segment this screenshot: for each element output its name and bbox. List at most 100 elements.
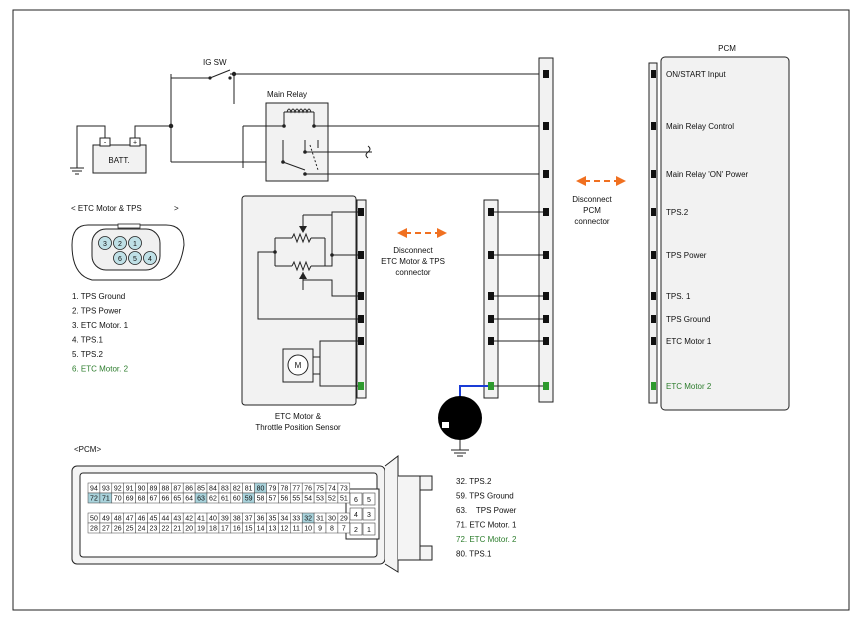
motor-symbol: M [295, 361, 302, 370]
etc-pin-legend-item: 3. ETC Motor. 1 [72, 321, 129, 330]
disconnect-pcm-line2: PCM [583, 206, 601, 215]
etc-pin-legend-item: 5. TPS.2 [72, 350, 104, 359]
motor-ground [438, 385, 488, 457]
svg-text:+: + [133, 140, 137, 147]
etc-connector-header: < ETC Motor & TPS [71, 204, 142, 213]
pcm-pin-label: ETC Motor 2 [666, 382, 712, 391]
pcm-terminal-number: 86 [185, 486, 193, 493]
pcm-terminal-number: 78 [280, 486, 288, 493]
pcm-terminal-number: 17 [221, 526, 229, 533]
disconnect-etc-line1: Disconnect [393, 246, 433, 255]
etc-terminal [113, 236, 127, 250]
pcm-terminal-number: 7 [342, 526, 346, 533]
pcm-terminal-number: 31 [316, 516, 324, 523]
pcm-pin [651, 170, 656, 178]
pcm-pin [651, 251, 656, 259]
pcm-small-terminal-number: 5 [367, 497, 371, 504]
pcm-harness-connector [538, 57, 554, 403]
pcm-pin-legend-item: 32. TPS.2 [456, 477, 492, 486]
pcm-terminal-number: 67 [150, 496, 158, 503]
pcm-terminal-number: 70 [114, 496, 122, 503]
disconnect-etc-line3: connector [395, 268, 430, 277]
pcm-terminal-number: 88 [161, 486, 169, 493]
page-border [12, 9, 850, 611]
pcm-terminal-number: 16 [233, 526, 241, 533]
pcm-terminal-number: 53 [316, 496, 324, 503]
main-relay: Main Relay [242, 90, 546, 182]
pcm-connector-header: <PCM> [74, 445, 101, 454]
pcm-terminal-number: 68 [138, 496, 146, 503]
pcm-pin-legend-item: 71. ETC Motor. 1 [456, 521, 517, 530]
pcm-terminal-number: 63 [197, 496, 205, 503]
pcm-terminal-number: 39 [221, 516, 229, 523]
pcm-terminal-number: 19 [197, 526, 205, 533]
battery [92, 144, 147, 174]
etc-pin-legend-item: 4. TPS.1 [72, 336, 104, 345]
etc-pin-legend-item: 1. TPS Ground [72, 292, 125, 301]
pcm-terminal-number: 77 [292, 486, 300, 493]
pcm-terminal-number: 87 [173, 486, 181, 493]
pcm-terminal-number: 18 [209, 526, 217, 533]
pcm-terminal-number: 91 [126, 486, 134, 493]
pcm-terminal-number: 71 [102, 496, 110, 503]
pcm-pin-label: TPS Ground [666, 315, 710, 324]
pcm-terminal-number: 37 [245, 516, 253, 523]
pcm-terminal-number: 76 [304, 486, 312, 493]
pcm-terminal-number: 26 [114, 526, 122, 533]
pcm-pin-label: TPS. 1 [666, 292, 691, 301]
pcm-terminal-number: 60 [233, 496, 241, 503]
pcm-terminal-number: 84 [209, 486, 217, 493]
pcm-small-terminal-number: 1 [367, 527, 371, 534]
pcm-pin [651, 337, 656, 345]
pcm-terminal-number: 10 [304, 526, 312, 533]
pcm-pin [651, 208, 656, 216]
pcm-terminal-number: 20 [185, 526, 193, 533]
pcm-terminal-number: 65 [173, 496, 181, 503]
pcm-small-terminal-number: 2 [354, 527, 358, 534]
pcm-small-terminal-number: 3 [367, 512, 371, 519]
pcm-pin-legend-item: 63. TPS Power [456, 506, 517, 515]
pcm-small-terminal [362, 492, 376, 506]
pcm-terminal-number: 11 [293, 526, 300, 533]
pcm-terminal-number: 73 [340, 486, 348, 493]
pcm-terminal-number: 89 [150, 486, 158, 493]
pcm-terminal-number: 23 [150, 526, 158, 533]
pcm-terminal-number: 54 [304, 496, 312, 503]
pcm-terminal-number: 59 [245, 496, 253, 503]
pcm-pin-label: ON/START Input [666, 70, 726, 79]
pcm-terminal-number: 38 [233, 516, 241, 523]
pcm-terminal-number: 40 [209, 516, 217, 523]
pcm-terminal-number: 62 [209, 496, 217, 503]
pcm-terminal-number: 56 [280, 496, 288, 503]
etc-terminal-number: 5 [133, 256, 137, 263]
pcm-terminal-number: 25 [126, 526, 134, 533]
pcm-terminal-number: 50 [90, 516, 98, 523]
etc-terminal [143, 251, 157, 265]
pcm-terminal-number: 44 [161, 516, 169, 523]
pcm-terminal-number: 74 [328, 486, 336, 493]
pcm-terminal-number: 79 [269, 486, 277, 493]
pcm-terminal-number: 72 [90, 496, 98, 503]
pcm-terminal-number: 69 [126, 496, 134, 503]
pcm-small-terminal [349, 522, 363, 536]
pcm-terminal-number: 9 [318, 526, 322, 533]
pcm-pin [651, 70, 656, 78]
ig-switch-label: IG SW [203, 58, 227, 67]
pcm-small-terminal-number: 4 [354, 512, 358, 519]
pcm-terminal-number: 28 [90, 526, 98, 533]
pcm-terminal-number: 90 [138, 486, 146, 493]
pcm-pin-label: Main Relay 'ON' Power [666, 170, 749, 179]
pcm-pin-label: TPS.2 [666, 208, 689, 217]
pcm-terminal-number: 29 [340, 516, 348, 523]
pcm-terminal-number: 85 [197, 486, 205, 493]
pcm-small-terminal [362, 507, 376, 521]
pcm-terminal-number: 41 [197, 516, 205, 523]
pcm-terminal-number: 47 [126, 516, 134, 523]
svg-text:-: - [104, 140, 107, 147]
pcm-terminal-number: 27 [102, 526, 110, 533]
pcm-pin [651, 315, 656, 323]
pcm-terminal-number: 33 [292, 516, 300, 523]
disconnect-pcm-indicator: Disconnect PCM connector [572, 176, 626, 226]
